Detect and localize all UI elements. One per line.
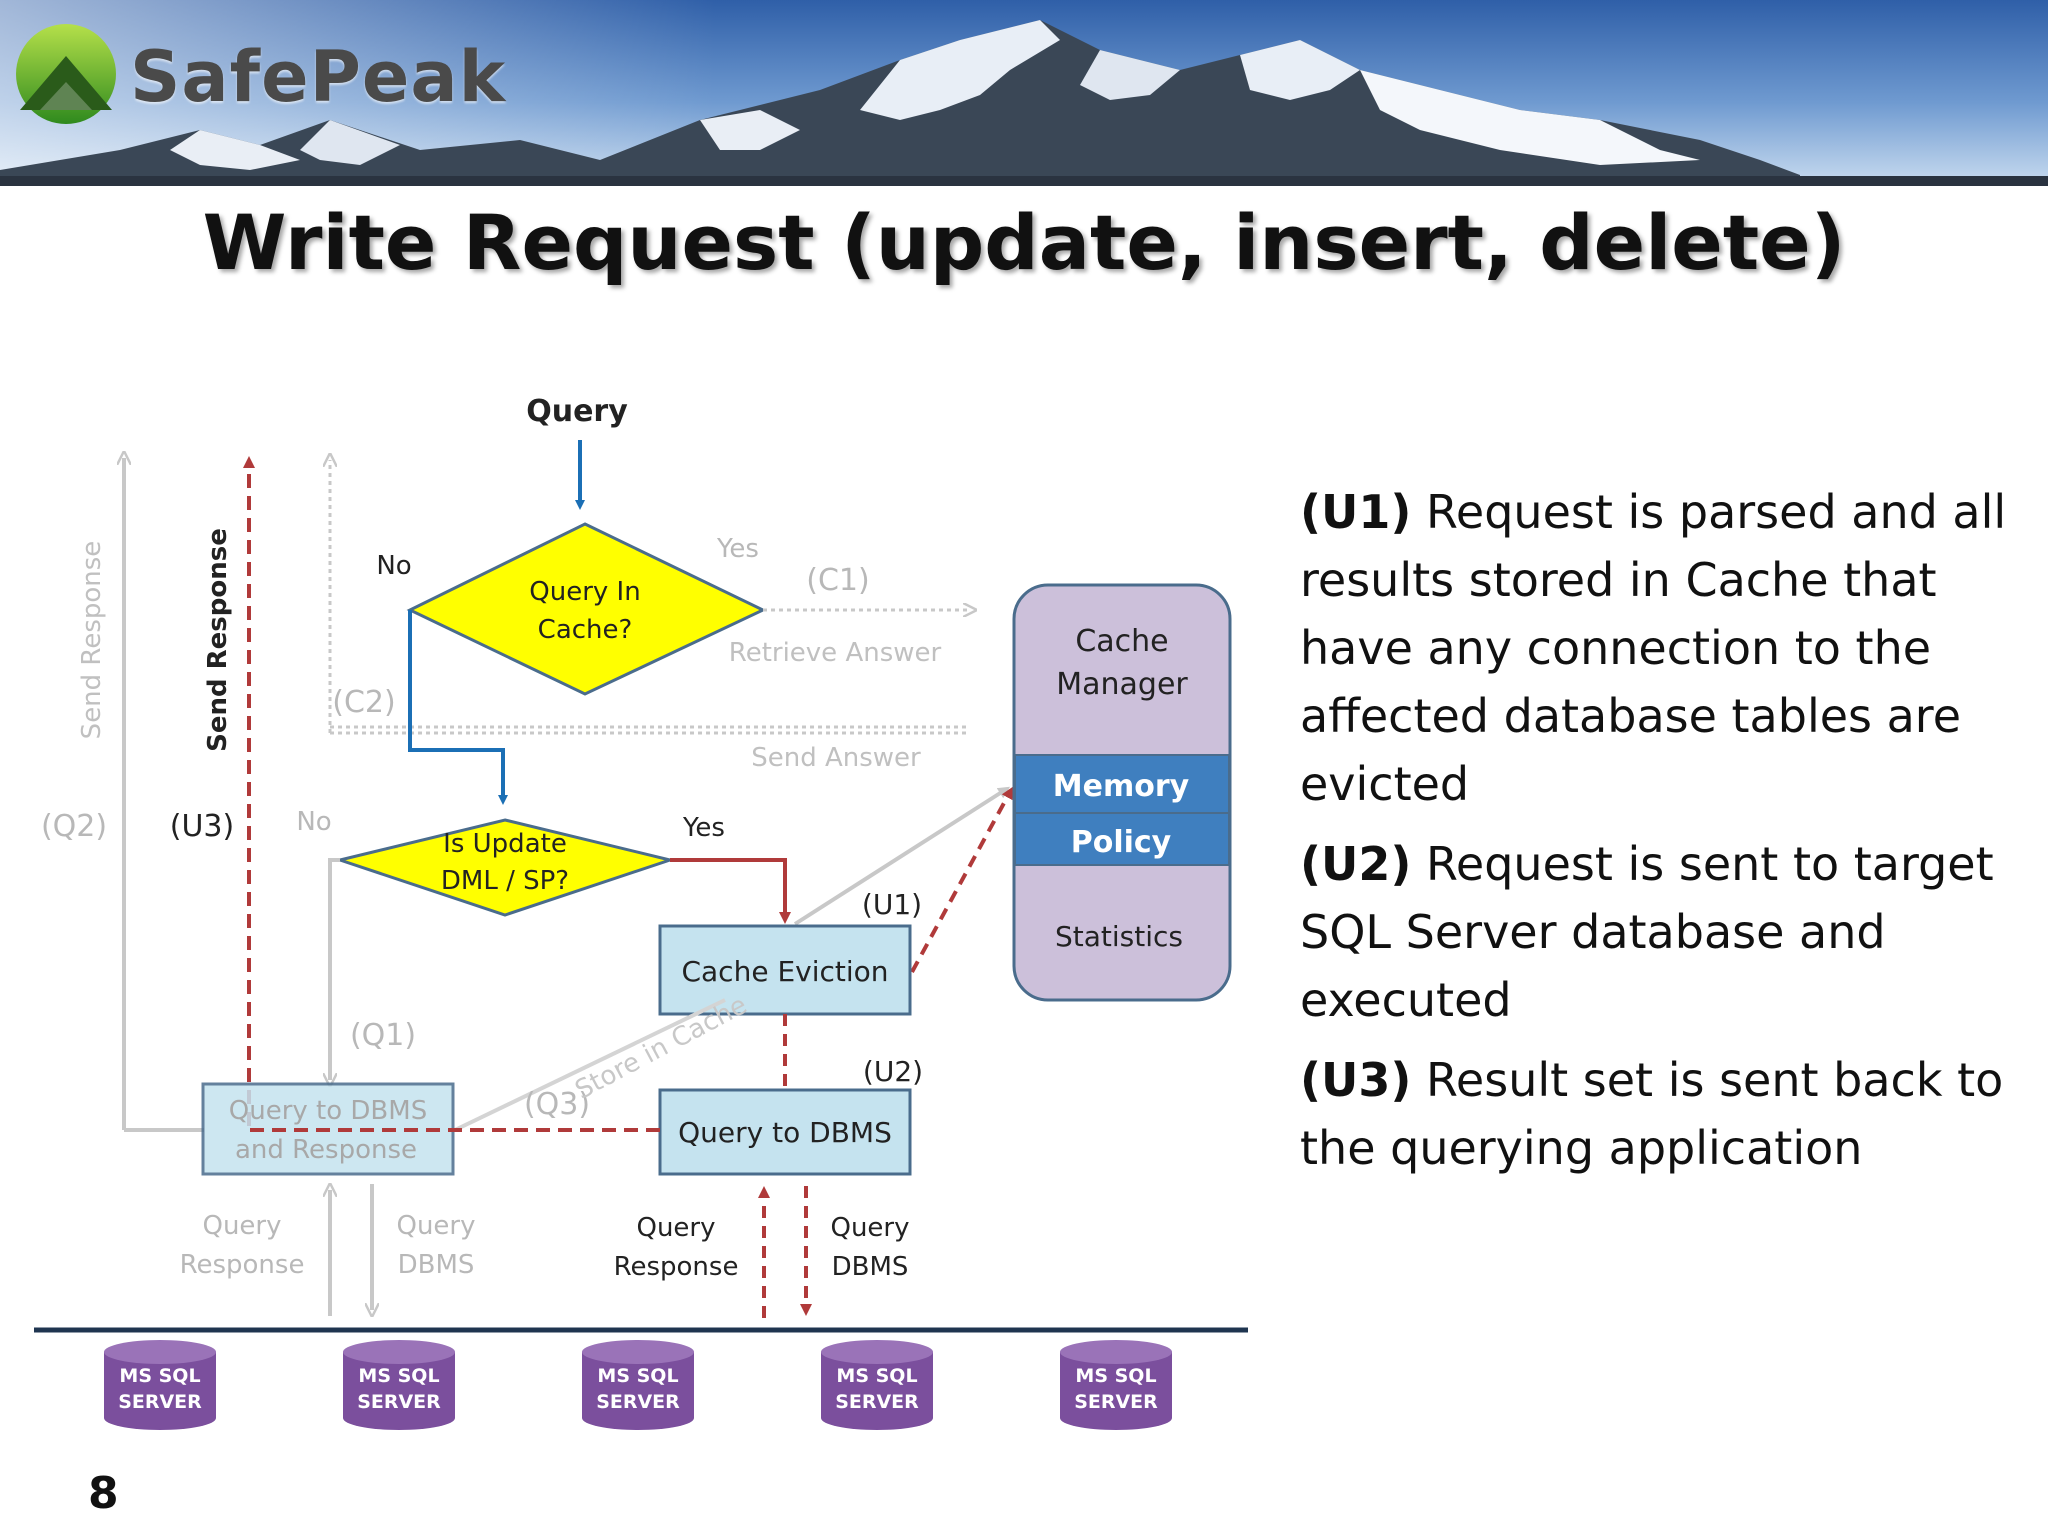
query-label: Query: [526, 394, 628, 429]
query-to-dbms-label: Query to DBMS: [678, 1116, 892, 1149]
u1-red-dashed-arrow: [910, 786, 1013, 973]
server-label-line2: SERVER: [596, 1391, 680, 1413]
no-top-label: No: [376, 551, 411, 581]
server-label-line2: SERVER: [1074, 1391, 1158, 1413]
server-label-line1: MS SQL: [1075, 1365, 1156, 1387]
ms-sql-server-2: MS SQL SERVER: [343, 1340, 455, 1430]
database-cylinder-top: [104, 1340, 216, 1364]
ms-sql-server-5: MS SQL SERVER: [1060, 1340, 1172, 1430]
database-cylinder-icon: [1060, 1352, 1172, 1430]
memory-label: Memory: [1053, 769, 1190, 804]
send-answer-label: Send Answer: [751, 743, 921, 773]
u1-label: (U1): [862, 888, 922, 921]
diamond-update-line1: Is Update: [443, 829, 567, 859]
header-banner: SafePeak: [0, 0, 2048, 186]
database-cylinder-top: [821, 1340, 933, 1364]
database-cylinder-icon: [582, 1352, 694, 1430]
ms-sql-server-1: MS SQL SERVER: [104, 1340, 216, 1430]
store-in-cache-line: [454, 998, 726, 1132]
left-query-dbms-line2: DBMS: [398, 1250, 475, 1280]
explanations-list: (U1) Request is parsed and all results s…: [1300, 478, 2020, 1194]
ms-sql-server-4: MS SQL SERVER: [821, 1340, 933, 1430]
policy-label: Policy: [1071, 825, 1172, 860]
server-label-line1: MS SQL: [597, 1365, 678, 1387]
right-query-dbms-line1: Query: [830, 1213, 909, 1243]
right-query-response-line2: Response: [614, 1252, 739, 1282]
mountain-banner-image: [0, 0, 2048, 186]
diamond-cache-line2: Cache?: [538, 615, 633, 645]
database-cylinder-icon: [104, 1352, 216, 1430]
u1-gray-line: [793, 786, 1011, 926]
c2-label: (C2): [332, 685, 395, 720]
explanation-u3: (U3) Result set is sent back to the quer…: [1300, 1046, 2020, 1182]
no-path-gray-arrow: [330, 858, 340, 1080]
diamond-is-update: [334, 818, 676, 917]
policy-band: [1014, 812, 1230, 866]
explanation-u2-tag: (U2): [1300, 837, 1412, 891]
server-label-line1: MS SQL: [119, 1365, 200, 1387]
explanation-u2: (U2) Request is sent to target SQL Serve…: [1300, 830, 2020, 1034]
cache-eviction-box: [658, 924, 912, 1016]
yes-mid-label: Yes: [682, 813, 725, 843]
statistics-label: Statistics: [1055, 920, 1183, 953]
ms-sql-server-3: MS SQL SERVER: [582, 1340, 694, 1430]
retrieve-answer-label: Retrieve Answer: [729, 638, 942, 668]
server-label-line2: SERVER: [357, 1391, 441, 1413]
cache-manager-line1: Cache: [1075, 624, 1168, 659]
explanation-u3-tag: (U3): [1300, 1053, 1412, 1107]
database-cylinder-top: [1060, 1340, 1172, 1364]
query-to-dbms-resp-line1: Query to DBMS: [229, 1096, 427, 1126]
safepeak-logo-icon: [16, 24, 116, 124]
q1-label: (Q1): [350, 1018, 416, 1053]
right-query-response-line1: Query: [636, 1213, 715, 1243]
database-cylinder-icon: [821, 1352, 933, 1430]
u3-label: (U3): [170, 809, 234, 844]
slide-title: Write Request (update, insert, delete): [202, 198, 1846, 287]
explanation-u1: (U1) Request is parsed and all results s…: [1300, 478, 2020, 818]
diamond-query-in-cache: [406, 522, 767, 696]
explanation-u1-tag: (U1): [1300, 485, 1412, 539]
left-query-dbms-line1: Query: [396, 1211, 475, 1241]
database-cylinder-top: [343, 1340, 455, 1364]
left-query-response-line1: Query: [202, 1211, 281, 1241]
right-query-dbms-line2: DBMS: [832, 1252, 909, 1282]
no-path-blue-arrow: [408, 610, 508, 805]
server-label-line1: MS SQL: [358, 1365, 439, 1387]
explanation-u1-text: Request is parsed and all results stored…: [1300, 485, 2007, 811]
server-label-line1: MS SQL: [836, 1365, 917, 1387]
page-number: 8: [88, 1468, 119, 1519]
c1-label: (C1): [806, 563, 869, 598]
memory-band: [1014, 754, 1230, 814]
database-cylinder-icon: [343, 1352, 455, 1430]
logo-text: SafePeak: [130, 36, 507, 118]
database-cylinder-top: [582, 1340, 694, 1364]
explanation-u3-text: Result set is sent back to the querying …: [1300, 1053, 2004, 1175]
send-response-gray-label: Send Response: [77, 541, 107, 740]
explanation-u2-text: Request is sent to target SQL Server dat…: [1300, 837, 1994, 1027]
left-query-response-line2: Response: [180, 1250, 305, 1280]
cache-manager-line2: Manager: [1056, 667, 1188, 702]
no-mid-label: No: [296, 807, 331, 837]
u2-label: (U2): [863, 1055, 923, 1088]
send-response-dark-label: Send Response: [203, 528, 233, 752]
yes-path-red-arrow: [670, 858, 791, 924]
q2-label: (Q2): [41, 809, 107, 844]
diamond-cache-line1: Query In: [529, 577, 640, 607]
server-label-line2: SERVER: [118, 1391, 202, 1413]
yes-top-label: Yes: [716, 534, 759, 564]
diamond-update-line2: DML / SP?: [441, 866, 569, 896]
q3-label: (Q3): [524, 1087, 590, 1122]
query-to-dbms-resp-line2: and Response: [235, 1135, 417, 1165]
server-label-line2: SERVER: [835, 1391, 919, 1413]
cache-eviction-label: Cache Eviction: [681, 955, 888, 988]
